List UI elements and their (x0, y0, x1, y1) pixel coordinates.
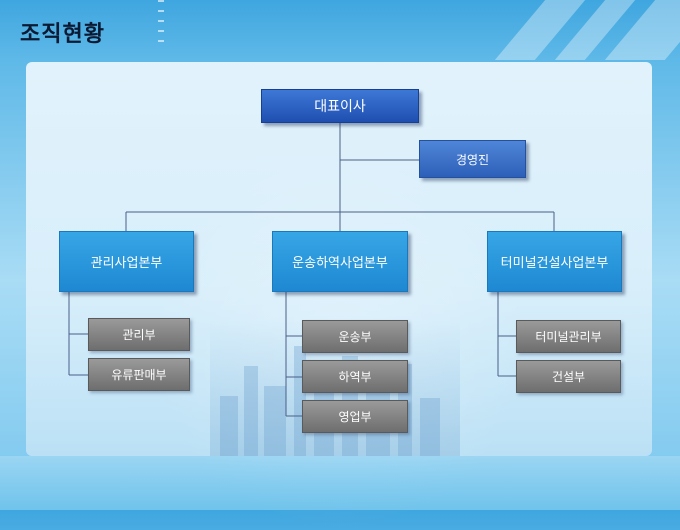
department-box: 관리부 (88, 318, 190, 351)
page-title: 조직현황 (20, 22, 105, 47)
department-box: 유류판매부 (88, 358, 190, 391)
department-box: 운송부 (302, 320, 408, 353)
department-box: 영업부 (302, 400, 408, 433)
department-box: 터미널관리부 (516, 320, 621, 353)
department-box: 하역부 (302, 360, 408, 393)
division-box-transport: 운송하역사업본부 (272, 231, 408, 292)
org-connector-lines (68, 123, 555, 417)
division-box-management: 관리사업본부 (59, 231, 194, 292)
department-box: 건설부 (516, 360, 621, 393)
background-dots (158, 0, 164, 50)
bottom-band (0, 456, 680, 510)
executive-board-box: 경영진 (419, 140, 526, 178)
division-box-terminal: 터미널건설사업본부 (487, 231, 622, 292)
ceo-box: 대표이사 (261, 89, 419, 123)
